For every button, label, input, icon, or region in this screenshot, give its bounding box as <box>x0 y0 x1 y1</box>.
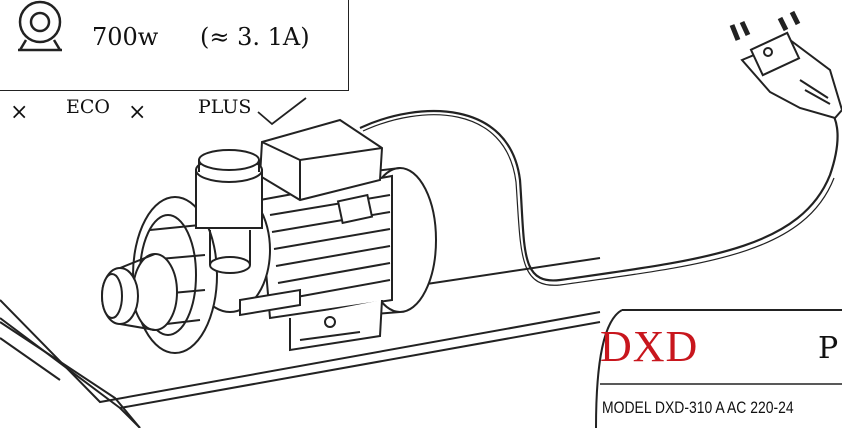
pump-symbol-icon <box>18 0 62 52</box>
current-rating: (≈ 3. 1A) <box>200 23 310 51</box>
model-line: MODEL DXD-310 A AC 220-24 <box>602 398 794 417</box>
platform-drawing <box>0 257 601 428</box>
check-icon <box>257 97 307 126</box>
plus-label: PLUS <box>198 96 252 118</box>
power-rating: 700w <box>92 23 159 51</box>
eco-result-mark: × <box>128 100 147 125</box>
label-frame <box>595 309 842 429</box>
eco-label: ECO <box>66 96 110 118</box>
plug-icon <box>729 10 842 120</box>
power-cable <box>359 109 839 282</box>
pump-icon <box>101 118 437 354</box>
brand-tail: P <box>818 331 839 366</box>
eco-mark: × <box>10 100 29 125</box>
brand-name: DXD <box>600 322 699 371</box>
spec-box <box>0 0 349 91</box>
